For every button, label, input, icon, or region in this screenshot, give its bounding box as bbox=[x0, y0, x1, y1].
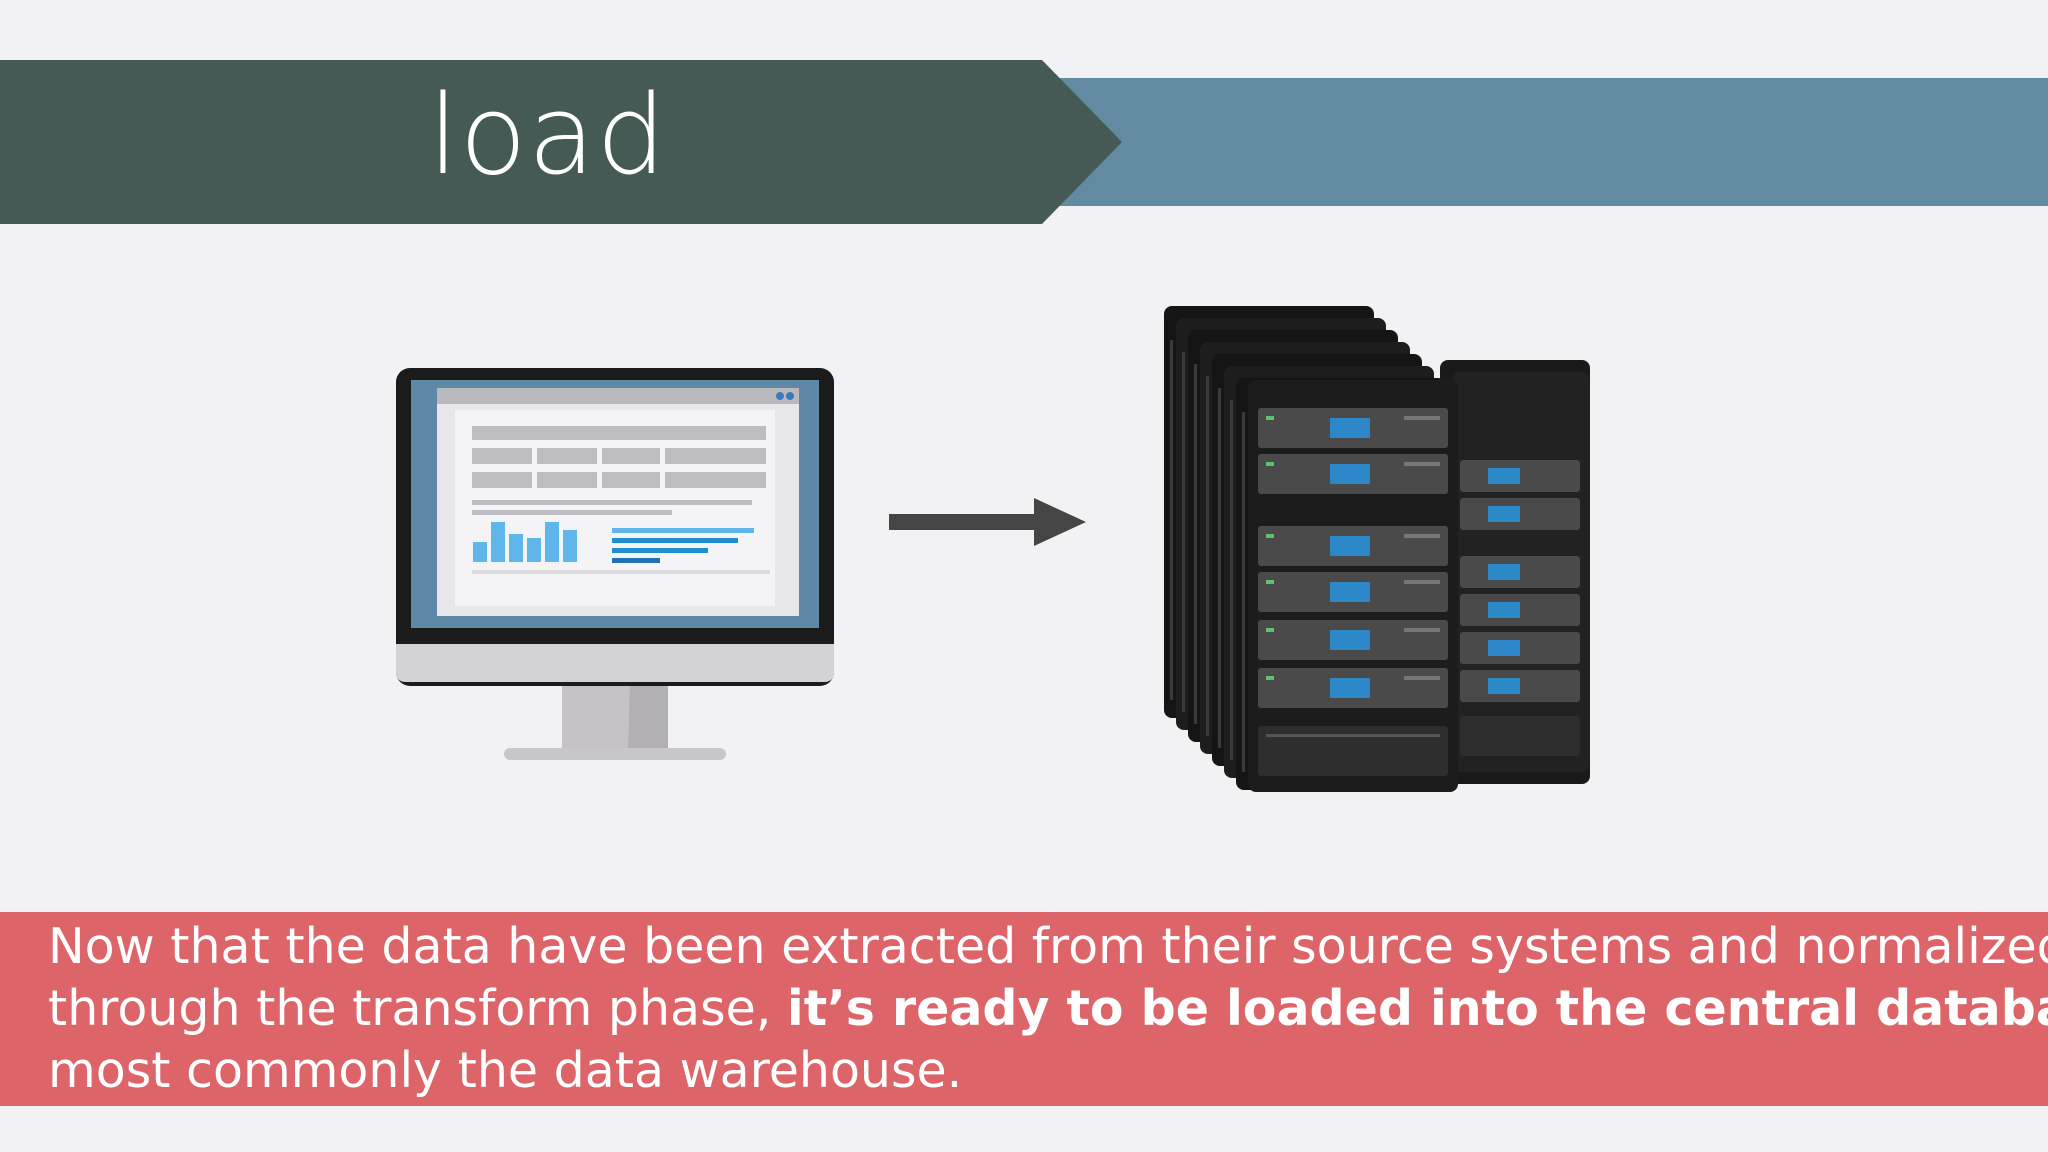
banner-light-band bbox=[1040, 78, 2048, 206]
load-illustration bbox=[0, 280, 2048, 820]
caption-text: Now that the data have been extracted fr… bbox=[48, 916, 2048, 1102]
computer-monitor-icon bbox=[396, 368, 834, 760]
banner-dark-chevron bbox=[0, 60, 1122, 224]
banner-shape bbox=[0, 60, 2048, 224]
page-title: load bbox=[428, 71, 668, 199]
server-rack-icon bbox=[1164, 306, 1590, 792]
caption-line-2-lead: through the transform phase, bbox=[48, 980, 787, 1037]
right-arrow-icon bbox=[889, 498, 1086, 546]
caption-line-1: Now that the data have been extracted fr… bbox=[48, 918, 2048, 975]
title-banner: load bbox=[0, 0, 2048, 240]
illustration-graphic bbox=[396, 306, 1590, 792]
caption-emphasis: it’s ready to be loaded into the central… bbox=[786, 980, 2048, 1037]
caption-box: Now that the data have been extracted fr… bbox=[0, 912, 2048, 1106]
caption-line-2: through the transform phase, it’s ready … bbox=[48, 978, 2048, 1040]
caption-line-3: most commonly the data warehouse. bbox=[48, 1042, 963, 1099]
